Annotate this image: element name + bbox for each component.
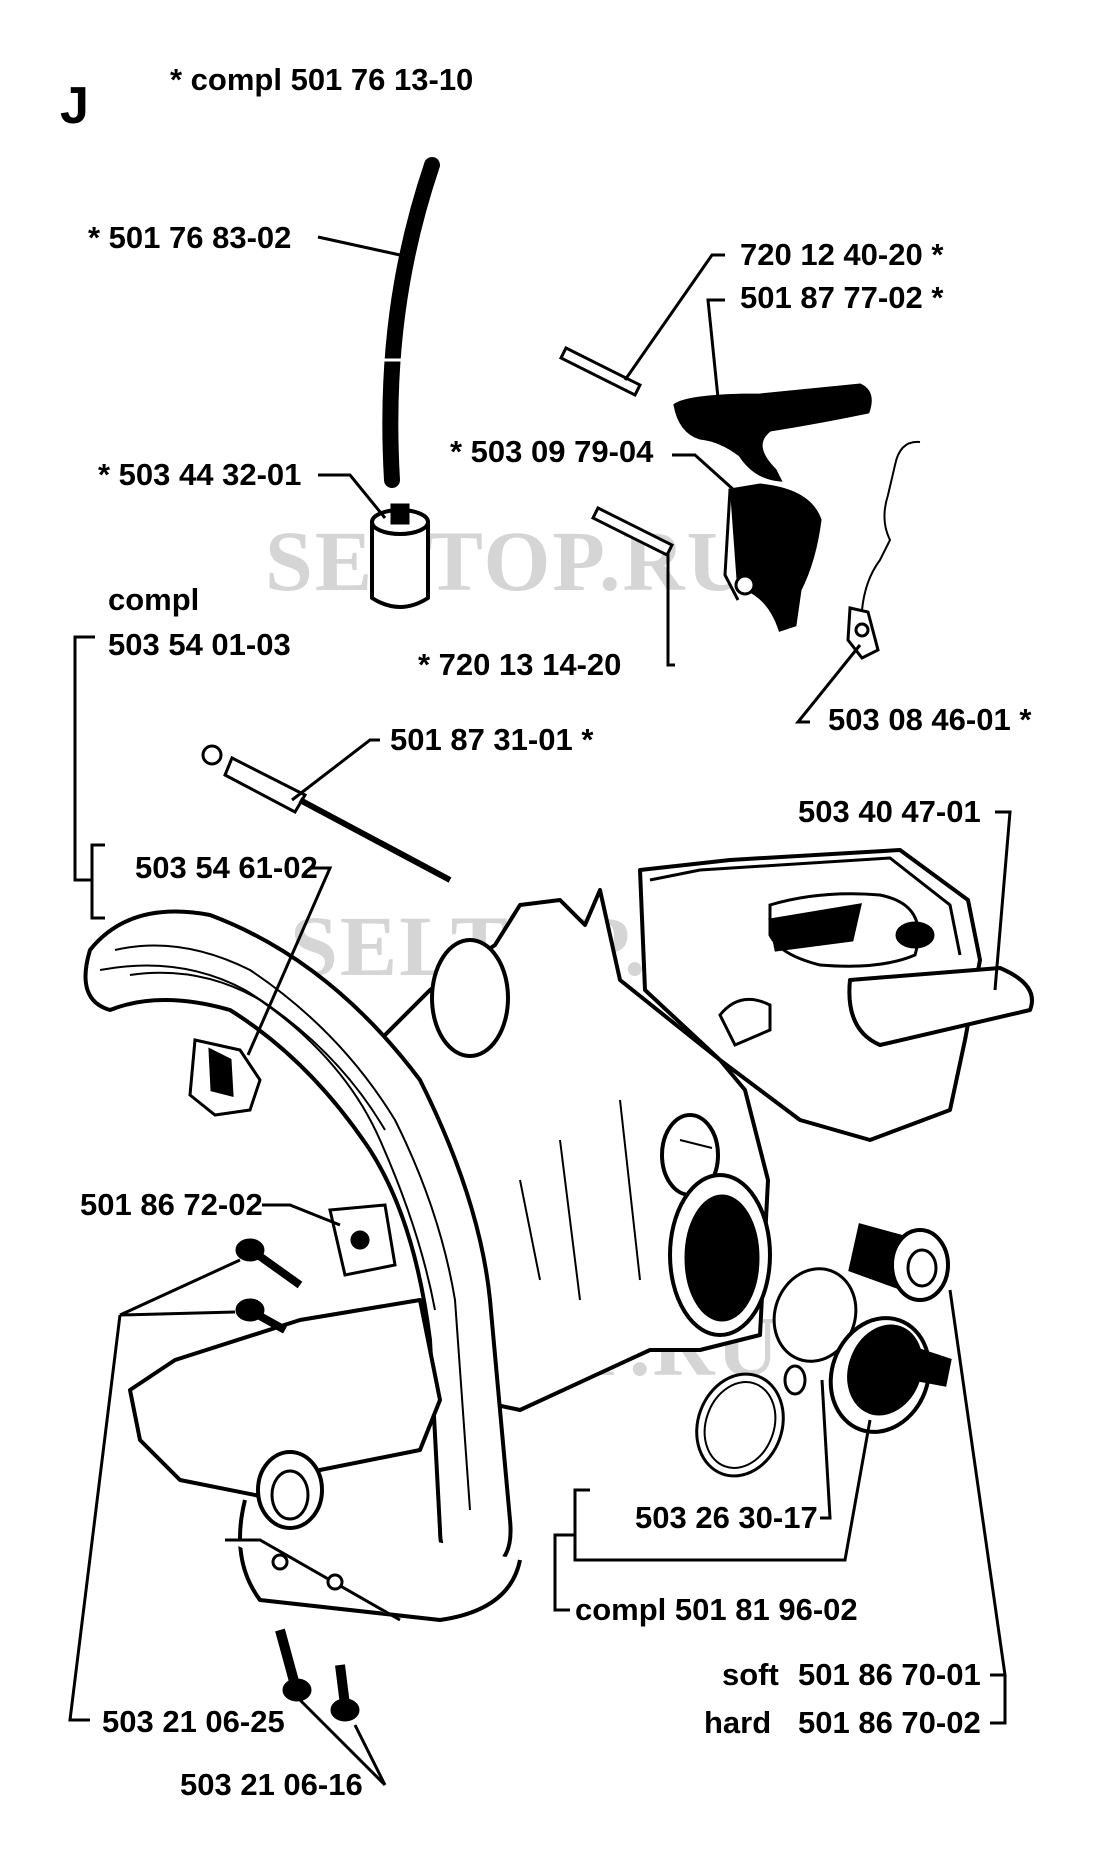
oring-outer xyxy=(695,1372,785,1478)
label-throttle-trigger: * 503 09 79-04 xyxy=(450,434,654,469)
side-screw-1 xyxy=(235,1238,303,1289)
label-rear-handle: 503 40 47-01 xyxy=(798,794,981,829)
bracket-oring-group xyxy=(573,1488,590,1562)
leader-damper xyxy=(948,1289,1007,1725)
leader-throttle-lock xyxy=(706,298,725,399)
leader-throttle-trigger xyxy=(672,453,747,502)
label-throttle-lock: 501 87 77-02 * xyxy=(740,280,944,315)
section-letter: J xyxy=(60,77,89,135)
leader-spring xyxy=(794,644,862,724)
label-screw-16: 503 21 06-16 xyxy=(180,1767,363,1802)
oring-large xyxy=(772,1267,858,1363)
throttle-lock xyxy=(673,383,872,482)
bracket-compl-main xyxy=(73,635,95,882)
throttle-trigger xyxy=(723,483,822,632)
base-frame xyxy=(128,1203,442,1622)
front-handle-bar xyxy=(83,909,522,1622)
leader-fuel-hose xyxy=(317,235,401,257)
leader-bottom-screws xyxy=(298,1698,387,1787)
bracket-cap-compl xyxy=(553,1533,575,1612)
fuel-filter xyxy=(370,503,430,609)
vent-valve xyxy=(201,744,452,883)
label-screw-25: 503 21 06-25 xyxy=(102,1704,285,1739)
damper xyxy=(848,1223,950,1302)
side-screw-2 xyxy=(235,1298,287,1334)
label-pin-lower: * 720 13 14-20 xyxy=(418,647,621,682)
leader-cap xyxy=(590,1419,872,1562)
label-compl-number: 503 54 01-03 xyxy=(108,627,291,662)
label-soft-word: soft xyxy=(722,1657,779,1692)
bottom-screw-1 xyxy=(275,1628,312,1702)
leader-bracket xyxy=(262,1203,341,1227)
label-handle-bar: 503 54 61-02 xyxy=(135,850,318,885)
label-bracket: 501 86 72-02 xyxy=(80,1187,263,1222)
leader-pin-lower xyxy=(666,552,675,667)
label-spring: 503 08 46-01 * xyxy=(828,702,1032,737)
label-fuel-hose: * 501 76 83-02 xyxy=(88,220,291,255)
rear-handle xyxy=(638,848,1034,1142)
fuel-hose xyxy=(382,157,440,488)
header-compl-label: * compl 501 76 13-10 xyxy=(170,62,473,97)
label-oring: 503 26 30-17 xyxy=(635,1500,818,1535)
leader-filter xyxy=(318,473,387,519)
throttle-spring xyxy=(846,440,921,660)
washer xyxy=(783,1364,807,1396)
label-cap-compl: compl 501 81 96-02 xyxy=(575,1592,858,1627)
label-compl-word: compl xyxy=(108,582,199,617)
label-pin-top: 720 12 40-20 * xyxy=(740,237,944,272)
leader-pin-top xyxy=(623,253,725,381)
watermark-top: SELTOP.RU xyxy=(265,513,751,609)
leader-oring xyxy=(820,1379,832,1520)
pin-top xyxy=(558,345,643,398)
leader-vent-valve xyxy=(291,738,380,802)
label-damper-hard: 501 86 70-02 xyxy=(798,1705,981,1740)
leader-side-screws xyxy=(119,1258,241,1317)
bracket-compl-sub xyxy=(90,843,105,920)
bottom-screw-2 xyxy=(330,1664,360,1722)
oil-cap xyxy=(828,1316,952,1434)
label-vent-valve: 501 87 31-01 * xyxy=(390,722,594,757)
leader-screw-25 xyxy=(68,1314,122,1722)
leader-rear-handle xyxy=(993,810,1012,991)
label-hard-word: hard xyxy=(704,1705,771,1740)
leader-handle-bar xyxy=(246,866,333,1056)
label-damper-soft: 501 86 70-01 xyxy=(798,1657,981,1692)
label-filter: * 503 44 32-01 xyxy=(98,457,301,492)
